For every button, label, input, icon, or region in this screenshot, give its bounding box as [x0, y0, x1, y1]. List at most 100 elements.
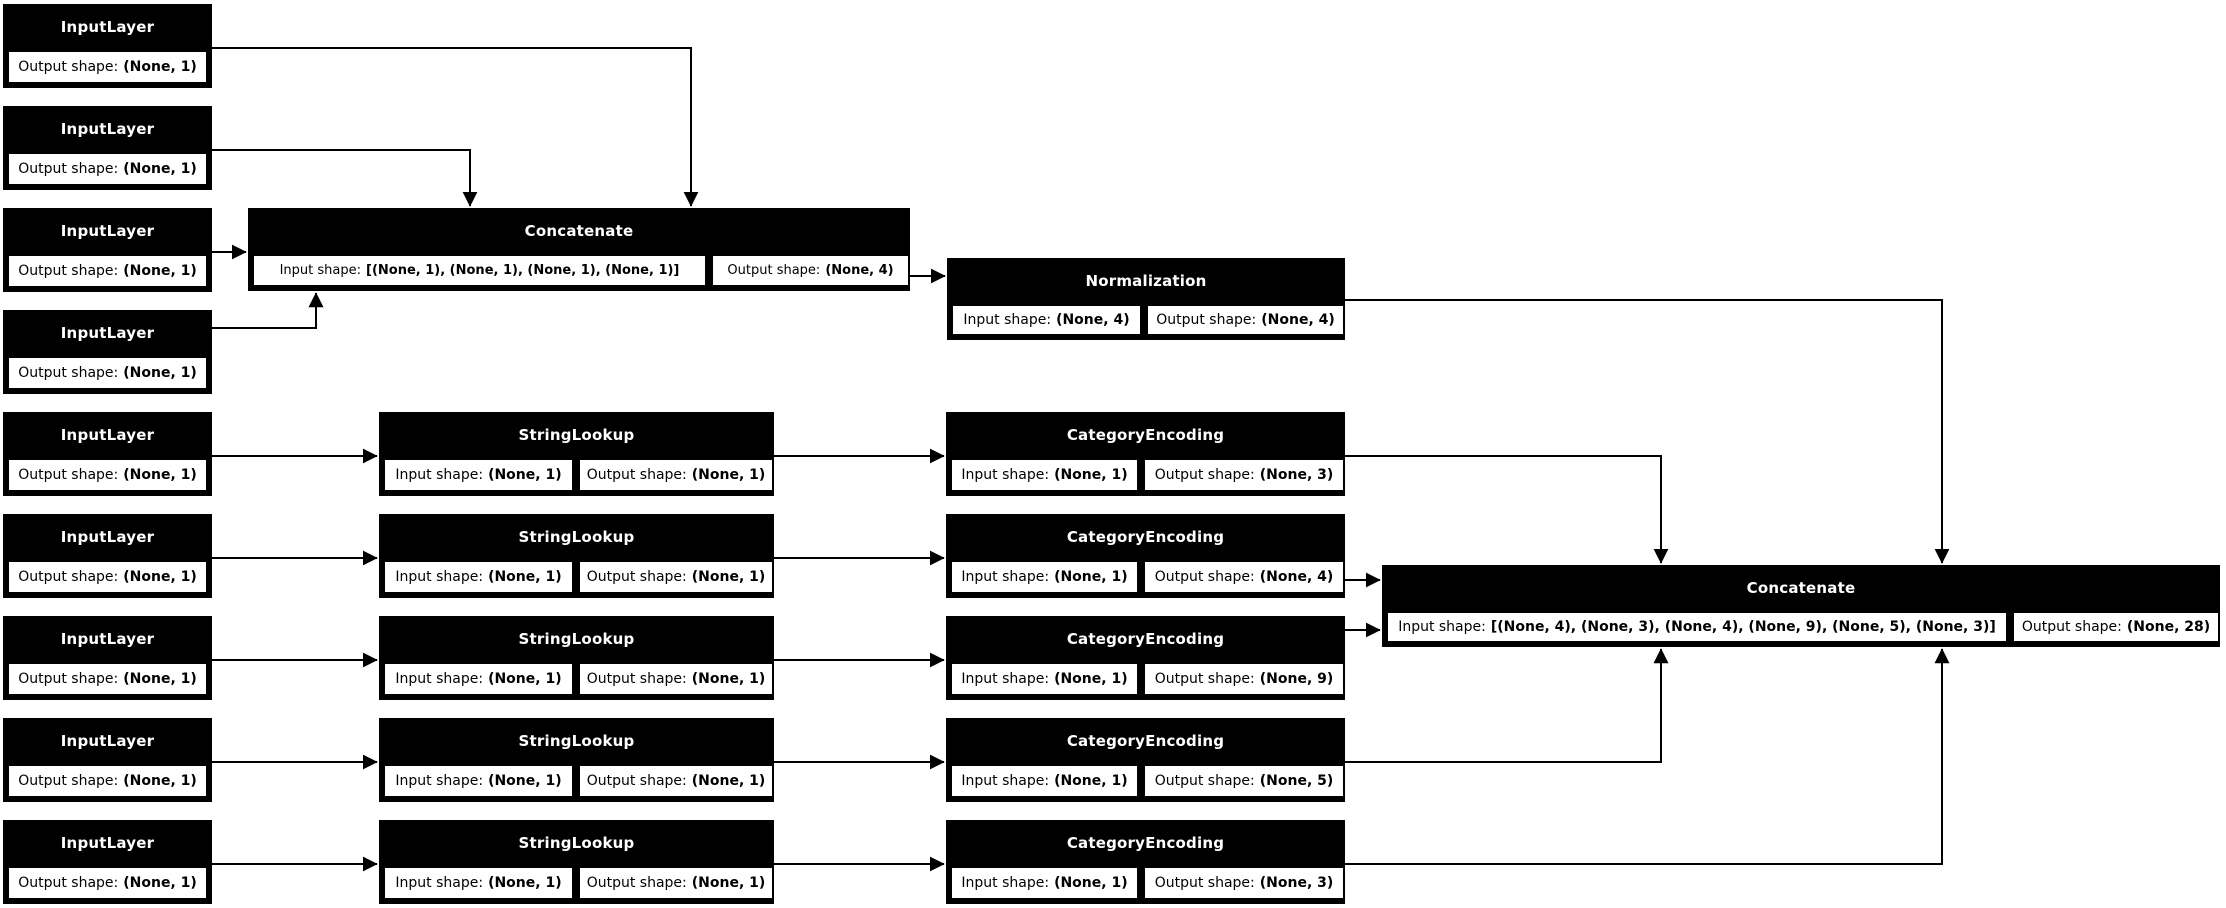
input-shape-label: Input shape:: [961, 569, 1050, 585]
node-input-shape: Input shape:(None, 1): [950, 662, 1139, 696]
node-input-shape: Input shape:[(None, 4), (None, 3), (None…: [1386, 611, 2008, 643]
node-input-shape: Input shape:(None, 4): [951, 304, 1142, 336]
node-title: InputLayer: [60, 120, 155, 138]
output-shape-label: Output shape:: [586, 671, 687, 687]
output-shape-label: Output shape:: [18, 875, 119, 891]
node-output-shape: Output shape:(None, 1): [7, 662, 208, 696]
node-title: StringLookup: [518, 834, 635, 852]
node-shape-row: Output shape:(None, 1): [5, 456, 210, 494]
node-title: StringLookup: [518, 528, 635, 546]
node-title: InputLayer: [60, 426, 155, 444]
node-shape-row: Input shape:(None, 1)Output shape:(None,…: [948, 660, 1345, 698]
input-shape-label: Input shape:: [963, 312, 1052, 328]
output-shape-label: Output shape:: [18, 671, 119, 687]
input-shape-value: (None, 1): [1054, 569, 1128, 585]
output-shape-value: (None, 1): [123, 263, 197, 279]
input-shape-label: Input shape:: [961, 773, 1050, 789]
output-shape-value: (None, 1): [123, 365, 197, 381]
output-shape-label: Output shape:: [18, 365, 119, 381]
input-shape-label: Input shape:: [961, 875, 1050, 891]
output-shape-value: (None, 1): [691, 569, 766, 585]
node-output-shape: Output shape:(None, 1): [7, 560, 208, 594]
output-shape-label: Output shape:: [1154, 875, 1255, 891]
input-shape-value: (None, 4): [1056, 312, 1130, 328]
node-shape-row: Output shape:(None, 1): [5, 762, 210, 800]
input-shape-value: (None, 1): [1054, 467, 1128, 483]
input-shape-label: Input shape:: [279, 263, 361, 278]
node-title: StringLookup: [518, 426, 635, 444]
node-title: CategoryEncoding: [1066, 528, 1225, 546]
node-title: InputLayer: [60, 324, 155, 342]
node-title: StringLookup: [518, 732, 635, 750]
node-shape-row: Output shape:(None, 1): [5, 150, 210, 188]
input-shape-label: Input shape:: [395, 671, 484, 687]
output-shape-value: (None, 4): [825, 263, 894, 278]
output-shape-label: Output shape:: [727, 263, 821, 278]
output-shape-value: (None, 28): [2126, 619, 2211, 635]
node-shape-row: Input shape:(None, 1)Output shape:(None,…: [948, 864, 1345, 902]
node-output-shape: Output shape: (None, 4): [711, 254, 910, 287]
node-input-shape: Input shape:(None, 1): [383, 560, 574, 594]
node-title: Normalization: [1085, 272, 1207, 290]
node-output-shape: Output shape:(None, 3): [1143, 458, 1345, 492]
output-shape-label: Output shape:: [586, 773, 687, 789]
node-title: CategoryEncoding: [1066, 732, 1225, 750]
output-shape-value: (None, 1): [691, 773, 766, 789]
input-shape-label: Input shape:: [395, 467, 484, 483]
node-output-shape: Output shape:(None, 1): [7, 866, 208, 900]
node-shape-row: Output shape:(None, 1): [5, 252, 210, 290]
input-shape-label: Input shape:: [395, 773, 484, 789]
input-shape-value: (None, 1): [488, 773, 562, 789]
edge-connector: [212, 149, 478, 207]
node-shape-row: Input shape:(None, 1) Output shape: (None,…: [381, 660, 774, 698]
output-shape-label: Output shape:: [1154, 671, 1255, 687]
input-shape-value: (None, 1): [488, 875, 562, 891]
output-shape-value: (None, 1): [123, 773, 197, 789]
input-shape-label: Input shape:: [395, 875, 484, 891]
node-title: InputLayer: [60, 732, 155, 750]
node-title: CategoryEncoding: [1066, 834, 1225, 852]
output-shape-label: Output shape:: [18, 59, 119, 75]
node-output-shape: Output shape:(None, 1): [7, 458, 208, 492]
output-shape-value: (None, 1): [123, 671, 197, 687]
output-shape-label: Output shape:: [1154, 467, 1255, 483]
node-output-shape: Output shape:(None, 1): [578, 764, 774, 798]
output-shape-value: (None, 1): [123, 59, 197, 75]
node-shape-row: Input shape:(None, 4)Output shape:(None,…: [949, 302, 1345, 338]
output-shape-label: Output shape:: [18, 467, 119, 483]
output-shape-label: Output shape:: [18, 773, 119, 789]
output-shape-label: Output shape:: [586, 467, 687, 483]
node-shape-row: Output shape:(None, 1): [5, 354, 210, 392]
node-output-shape: Output shape:(None, 5): [1143, 764, 1345, 798]
node-shape-row: Output shape:(None, 1): [5, 48, 210, 86]
node-output-shape: Output shape:(None, 1): [7, 254, 208, 288]
input-shape-value: (None, 1): [1054, 773, 1128, 789]
node-title: CategoryEncoding: [1066, 630, 1225, 648]
node-output-shape: Output shape:(None, 1): [578, 560, 774, 594]
output-shape-value: (None, 4): [1259, 569, 1334, 585]
node-input-shape: Input shape:(None, 1): [383, 662, 574, 696]
node-output-shape: Output shape:(None, 1): [7, 50, 208, 84]
node-output-shape: Output shape:(None, 1): [7, 764, 208, 798]
input-shape-value: (None, 1): [488, 467, 562, 483]
output-shape-value: (None, 1): [691, 875, 766, 891]
input-shape-value: (None, 1): [488, 671, 562, 687]
output-shape-label: Output shape:: [18, 161, 119, 177]
output-shape-value: (None, 3): [1259, 875, 1334, 891]
output-shape-label: Output shape:: [18, 263, 119, 279]
node-shape-row: Input shape:(None, 1)Output shape:(None,…: [381, 456, 774, 494]
input-shape-label: Input shape:: [961, 671, 1050, 687]
input-shape-value: [(None, 4), (None, 3), (None, 4), (None,…: [1490, 619, 1996, 635]
node-shape-row: Input shape:(None, 1)Output shape:(None,…: [948, 456, 1345, 494]
